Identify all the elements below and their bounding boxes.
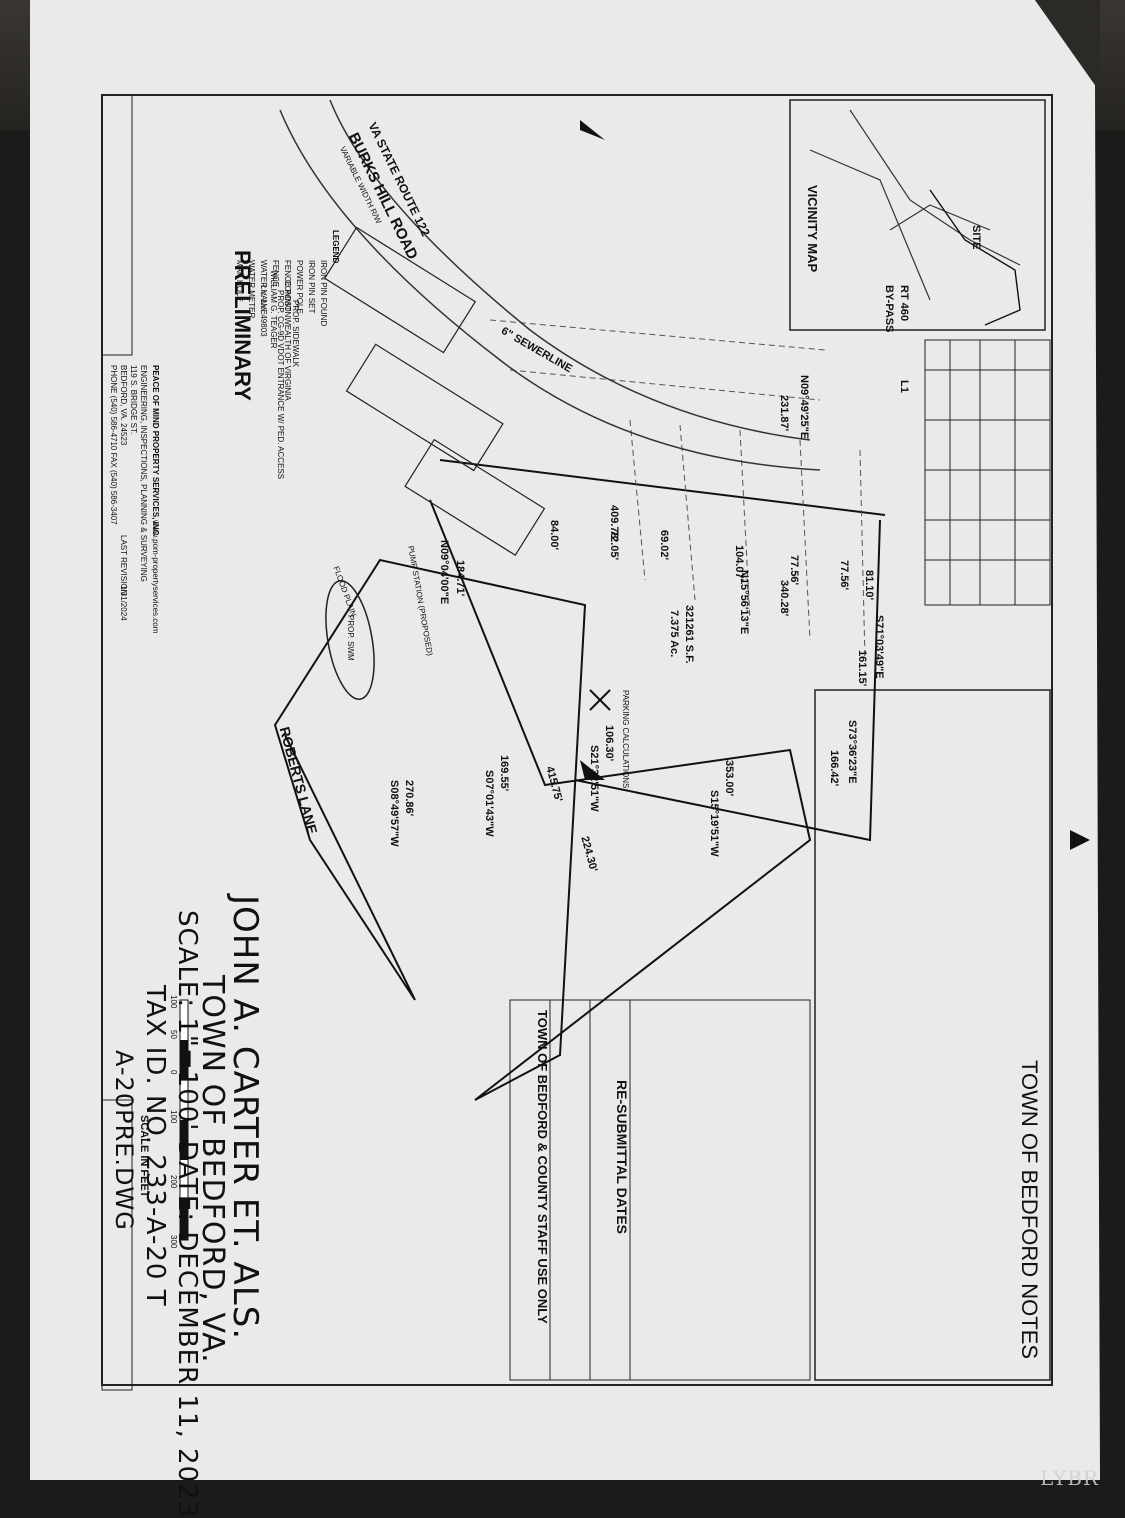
scale-label: SCALE IN FEET xyxy=(138,1115,150,1198)
scale-tick: 100 xyxy=(169,1110,178,1124)
staff-use-heading: TOWN OF BEDFORD & COUNTY STAFF USE ONLY xyxy=(535,1010,550,1324)
legend-item: POWER POLE xyxy=(295,260,304,314)
resubmittal-heading: RE-SUBMITTAL DATES xyxy=(614,1080,630,1234)
line-label: L1 xyxy=(898,380,910,393)
notes-heading: TOWN OF BEDFORD NOTES xyxy=(1017,1060,1042,1360)
distance-label: 184.71' xyxy=(454,560,466,597)
acres-label: 7.375 Ac. xyxy=(668,610,680,658)
scale-tick: 100 xyxy=(169,995,178,1009)
project-title: JOHN A. CARTER ET. ALS. xyxy=(225,895,265,1341)
legend-item: WATER METER xyxy=(247,260,256,319)
distance-label: 161.15' xyxy=(856,650,868,687)
distance-label: 270.86' xyxy=(403,780,415,817)
scale-tick: 300 xyxy=(169,1235,178,1249)
legend-item: MAN HOLE xyxy=(235,260,244,302)
swm-label: PROP. SWM xyxy=(346,615,355,661)
distance-label: 77.56' xyxy=(838,560,850,591)
legend-item: WATER VALVE xyxy=(259,260,268,315)
vicinity-heading: VICINITY MAP xyxy=(805,185,820,273)
bearing-label: S07°01'43"W xyxy=(483,770,495,837)
distance-label: 81.10' xyxy=(863,570,875,601)
drawing-file: A-20PRE.DWG xyxy=(110,1050,138,1231)
legend-item: IRON PIN SET xyxy=(307,260,316,314)
survey-sheet: JOHN A. CARTER ET. ALS. TOWN OF BEDFORD,… xyxy=(30,0,1100,1518)
legend-item: FENCE xyxy=(271,260,280,288)
legend-item: IRON PIN FOUND xyxy=(319,260,328,327)
parking-label: PARKING CALCULATIONS: xyxy=(621,690,630,791)
scale-tick: 200 xyxy=(169,1175,178,1189)
company-street: 119 S. BRIDGE ST. xyxy=(129,365,138,435)
scale-tick: 50 xyxy=(169,1030,178,1039)
company-city: BEDFORD, VA. 24523 xyxy=(119,365,128,446)
distance-label: 409.78' xyxy=(608,505,620,542)
distance-label: 69.02' xyxy=(658,530,670,561)
company-name: PEACE OF MIND PROPERTY SERVICES, INC xyxy=(151,365,160,536)
bearing-label: N09°04'00"E xyxy=(438,540,450,605)
bearing-label: S71°03'49"E xyxy=(873,615,885,679)
bearing-label: N09°49'25"E xyxy=(798,375,810,440)
vicinity-site: SITE xyxy=(970,225,982,250)
watermark-logo: LYBR xyxy=(1040,1466,1099,1490)
bearing-label: N15°56'13"E xyxy=(738,570,750,635)
legend-item: FENCE POST xyxy=(283,260,292,312)
bearing-label: S21°32'51"W xyxy=(588,745,600,812)
vicinity-bypass: BY-PASS xyxy=(883,285,895,333)
company-phone: PHONE (540) 586-4710 FAX (540) 586-3407 xyxy=(109,365,118,525)
entrance-label: PROP. CG-9D VDOT ENTRANCE W/ PED. ACCESS xyxy=(276,290,285,480)
distance-label: 169.55' xyxy=(498,755,510,792)
distance-label: 353.00' xyxy=(723,760,735,797)
legend-heading: LEGEND xyxy=(331,230,340,264)
vicinity-route: RT 460 xyxy=(898,285,910,322)
bearing-label: S73°36'23"E xyxy=(846,720,858,784)
bearing-label: S08°49'57"W xyxy=(388,780,400,847)
distance-label: 166.42' xyxy=(828,750,840,787)
bearing-label: S15°19'51"W xyxy=(708,790,720,857)
distance-label: 340.28' xyxy=(778,580,790,617)
company-services: ENGINEERING, INSPECTIONS, PLANNING & SUR… xyxy=(139,365,148,582)
company-web: www.pom-propertyservices.com xyxy=(151,520,160,634)
distance-label: 231.87' xyxy=(778,395,790,432)
area-label: 321261 S.F. xyxy=(683,605,695,664)
distance-label: 84.00' xyxy=(548,520,560,551)
sheet-drawing xyxy=(30,0,1100,1480)
distance-label: 106.30' xyxy=(603,725,615,762)
revision-date: 1/31/2024 xyxy=(119,585,128,621)
scale-tick: 0 xyxy=(169,1070,178,1075)
